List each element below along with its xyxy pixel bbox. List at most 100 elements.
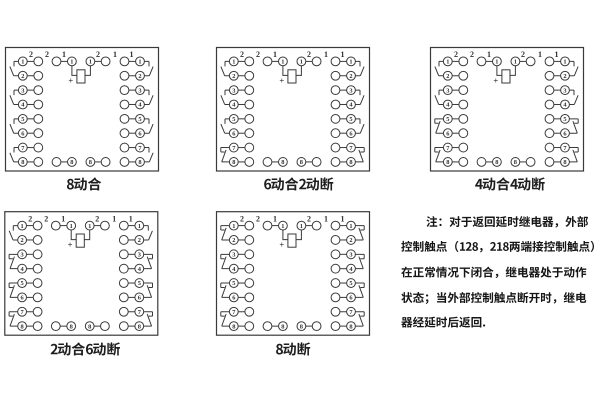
svg-text:4: 4: [138, 102, 142, 109]
svg-text:6: 6: [21, 130, 25, 137]
svg-text:6: 6: [232, 130, 236, 137]
svg-text:7: 7: [349, 145, 353, 152]
svg-text:4: 4: [21, 102, 25, 109]
svg-text:8: 8: [349, 323, 352, 330]
svg-text:6: 6: [138, 130, 142, 137]
svg-text:7: 7: [138, 145, 142, 152]
svg-text:2: 2: [349, 237, 352, 244]
svg-text:1: 1: [273, 214, 277, 223]
svg-text:1: 1: [62, 50, 66, 59]
svg-text:1: 1: [300, 223, 303, 230]
svg-text:+: +: [493, 76, 498, 86]
svg-text:1: 1: [538, 50, 542, 59]
svg-text:1: 1: [281, 223, 284, 230]
svg-text:2: 2: [232, 73, 235, 80]
svg-text:2: 2: [28, 214, 32, 223]
svg-text:5: 5: [138, 280, 141, 287]
svg-text:1: 1: [341, 50, 345, 59]
svg-text:5: 5: [349, 116, 352, 123]
svg-text:8: 8: [232, 159, 235, 166]
svg-text:+: +: [279, 76, 284, 86]
svg-text:8: 8: [300, 323, 303, 330]
svg-text:1: 1: [281, 59, 284, 66]
svg-text:7: 7: [349, 309, 353, 316]
svg-text:3: 3: [446, 87, 449, 94]
svg-text:2: 2: [45, 50, 49, 59]
svg-text:1: 1: [113, 50, 117, 59]
svg-text:3: 3: [232, 87, 235, 94]
svg-text:5: 5: [232, 116, 235, 123]
svg-text:8: 8: [89, 159, 92, 166]
svg-text:1: 1: [20, 223, 23, 230]
svg-text:5: 5: [349, 280, 352, 287]
svg-text:7: 7: [446, 145, 450, 152]
svg-text:2: 2: [521, 50, 525, 59]
svg-text:7: 7: [20, 309, 24, 316]
svg-text:1: 1: [70, 59, 73, 66]
svg-text:8: 8: [446, 159, 449, 166]
svg-text:4: 4: [563, 102, 567, 109]
svg-text:8: 8: [349, 159, 352, 166]
svg-text:2: 2: [256, 214, 260, 223]
svg-text:2: 2: [446, 73, 449, 80]
svg-text:4: 4: [232, 102, 236, 109]
svg-text:1: 1: [487, 50, 491, 59]
svg-text:2: 2: [20, 237, 23, 244]
svg-text:8: 8: [232, 323, 235, 330]
svg-text:1: 1: [130, 50, 134, 59]
svg-text:1: 1: [495, 59, 498, 66]
svg-text:7: 7: [232, 145, 236, 152]
svg-text:1: 1: [341, 214, 345, 223]
svg-text:2: 2: [470, 50, 474, 59]
svg-text:2: 2: [349, 73, 352, 80]
svg-text:2: 2: [563, 73, 566, 80]
svg-text:4: 4: [446, 102, 450, 109]
svg-text:8: 8: [21, 159, 24, 166]
svg-text:1: 1: [232, 223, 235, 230]
svg-text:1: 1: [70, 223, 73, 230]
svg-text:3: 3: [563, 87, 566, 94]
svg-text:3: 3: [138, 252, 141, 259]
svg-text:4: 4: [349, 266, 353, 273]
svg-text:7: 7: [138, 309, 142, 316]
svg-text:1: 1: [88, 223, 91, 230]
svg-text:2: 2: [240, 50, 244, 59]
svg-text:1: 1: [89, 59, 92, 66]
svg-text:2: 2: [240, 214, 244, 223]
svg-text:3: 3: [20, 252, 23, 259]
svg-text:8: 8: [138, 323, 141, 330]
svg-text:2: 2: [96, 50, 100, 59]
svg-text:6: 6: [349, 295, 353, 302]
svg-text:8: 8: [88, 323, 91, 330]
svg-text:+: +: [68, 240, 73, 250]
svg-text:1: 1: [446, 59, 449, 66]
svg-text:1: 1: [349, 59, 352, 66]
svg-text:1: 1: [112, 214, 116, 223]
svg-text:7: 7: [232, 309, 236, 316]
svg-text:7: 7: [563, 145, 567, 152]
svg-text:2: 2: [256, 50, 260, 59]
svg-text:2: 2: [138, 73, 141, 80]
svg-text:6: 6: [446, 130, 450, 137]
svg-text:3: 3: [232, 252, 235, 259]
svg-text:8: 8: [300, 159, 303, 166]
svg-text:1: 1: [21, 59, 24, 66]
svg-text:4: 4: [20, 266, 24, 273]
svg-text:1: 1: [232, 59, 235, 66]
svg-text:8: 8: [20, 323, 23, 330]
svg-text:4: 4: [349, 102, 353, 109]
svg-text:6: 6: [20, 295, 24, 302]
svg-text:5: 5: [232, 280, 235, 287]
svg-text:1: 1: [349, 223, 352, 230]
svg-text:6: 6: [563, 130, 567, 137]
svg-text:3: 3: [349, 252, 352, 259]
svg-text:8: 8: [514, 159, 517, 166]
svg-text:8: 8: [281, 159, 284, 166]
svg-text:1: 1: [324, 50, 328, 59]
svg-text:1: 1: [563, 59, 566, 66]
svg-text:1: 1: [514, 59, 517, 66]
svg-text:1: 1: [138, 223, 141, 230]
svg-text:5: 5: [21, 116, 24, 123]
svg-text:2: 2: [454, 50, 458, 59]
svg-text:4: 4: [232, 266, 236, 273]
